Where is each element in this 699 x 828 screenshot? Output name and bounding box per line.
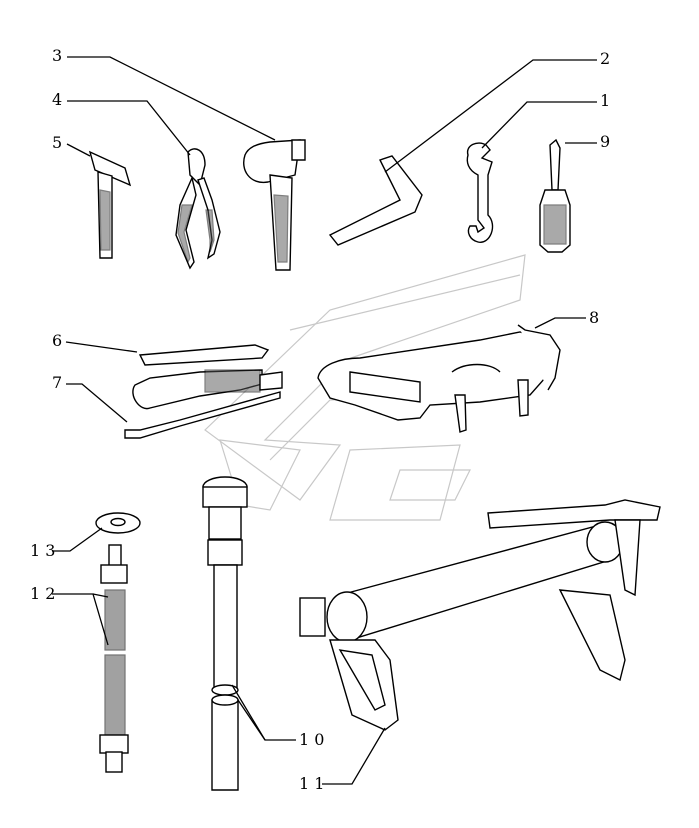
leader-12b: [92, 593, 109, 598]
pliers-part: [175, 148, 221, 270]
callout-7: 7: [52, 373, 62, 392]
lever-pump-part: [299, 499, 661, 731]
leader-lines: [52, 56, 597, 785]
hose-part: [99, 544, 129, 773]
leader-12a: [52, 593, 109, 646]
callout-labels: 1 2 3 4 5 6 7 8 9 1 0 1 1 1 2 1 3: [30, 46, 610, 793]
leader-3: [67, 56, 276, 141]
hex-key-part: [328, 155, 423, 246]
leader-5: [66, 143, 91, 157]
callout-2: 2: [600, 49, 610, 68]
leader-6: [65, 341, 138, 353]
leader-10b: [237, 699, 266, 741]
hatchet-part: [243, 139, 306, 271]
washer-part: [95, 512, 141, 534]
wrench-part: [466, 142, 494, 243]
callout-5: 5: [52, 133, 62, 152]
extension-pipe-part: [202, 476, 248, 791]
callout-11: 1 1: [299, 774, 324, 793]
leader-7: [66, 383, 128, 423]
callout-10: 1 0: [299, 730, 324, 749]
callout-6: 6: [52, 331, 62, 350]
grease-gun-part: [124, 344, 283, 439]
callout-9: 9: [600, 132, 610, 151]
leader-1: [481, 101, 597, 149]
screwdriver-part: [539, 138, 571, 253]
callout-1: 1: [600, 91, 610, 110]
callout-3: 3: [52, 46, 62, 65]
leader-8: [534, 317, 586, 329]
leader-4: [67, 100, 191, 156]
callout-4: 4: [52, 90, 62, 109]
leader-2: [384, 59, 597, 173]
leader-13: [52, 527, 103, 552]
callout-8: 8: [589, 308, 599, 327]
callout-13: 1 3: [30, 541, 55, 560]
callout-12: 1 2: [30, 584, 55, 603]
hammer-part: [88, 150, 132, 259]
leader-10a: [231, 684, 296, 741]
toolbag-part: [317, 324, 561, 433]
leader-11: [322, 727, 386, 785]
